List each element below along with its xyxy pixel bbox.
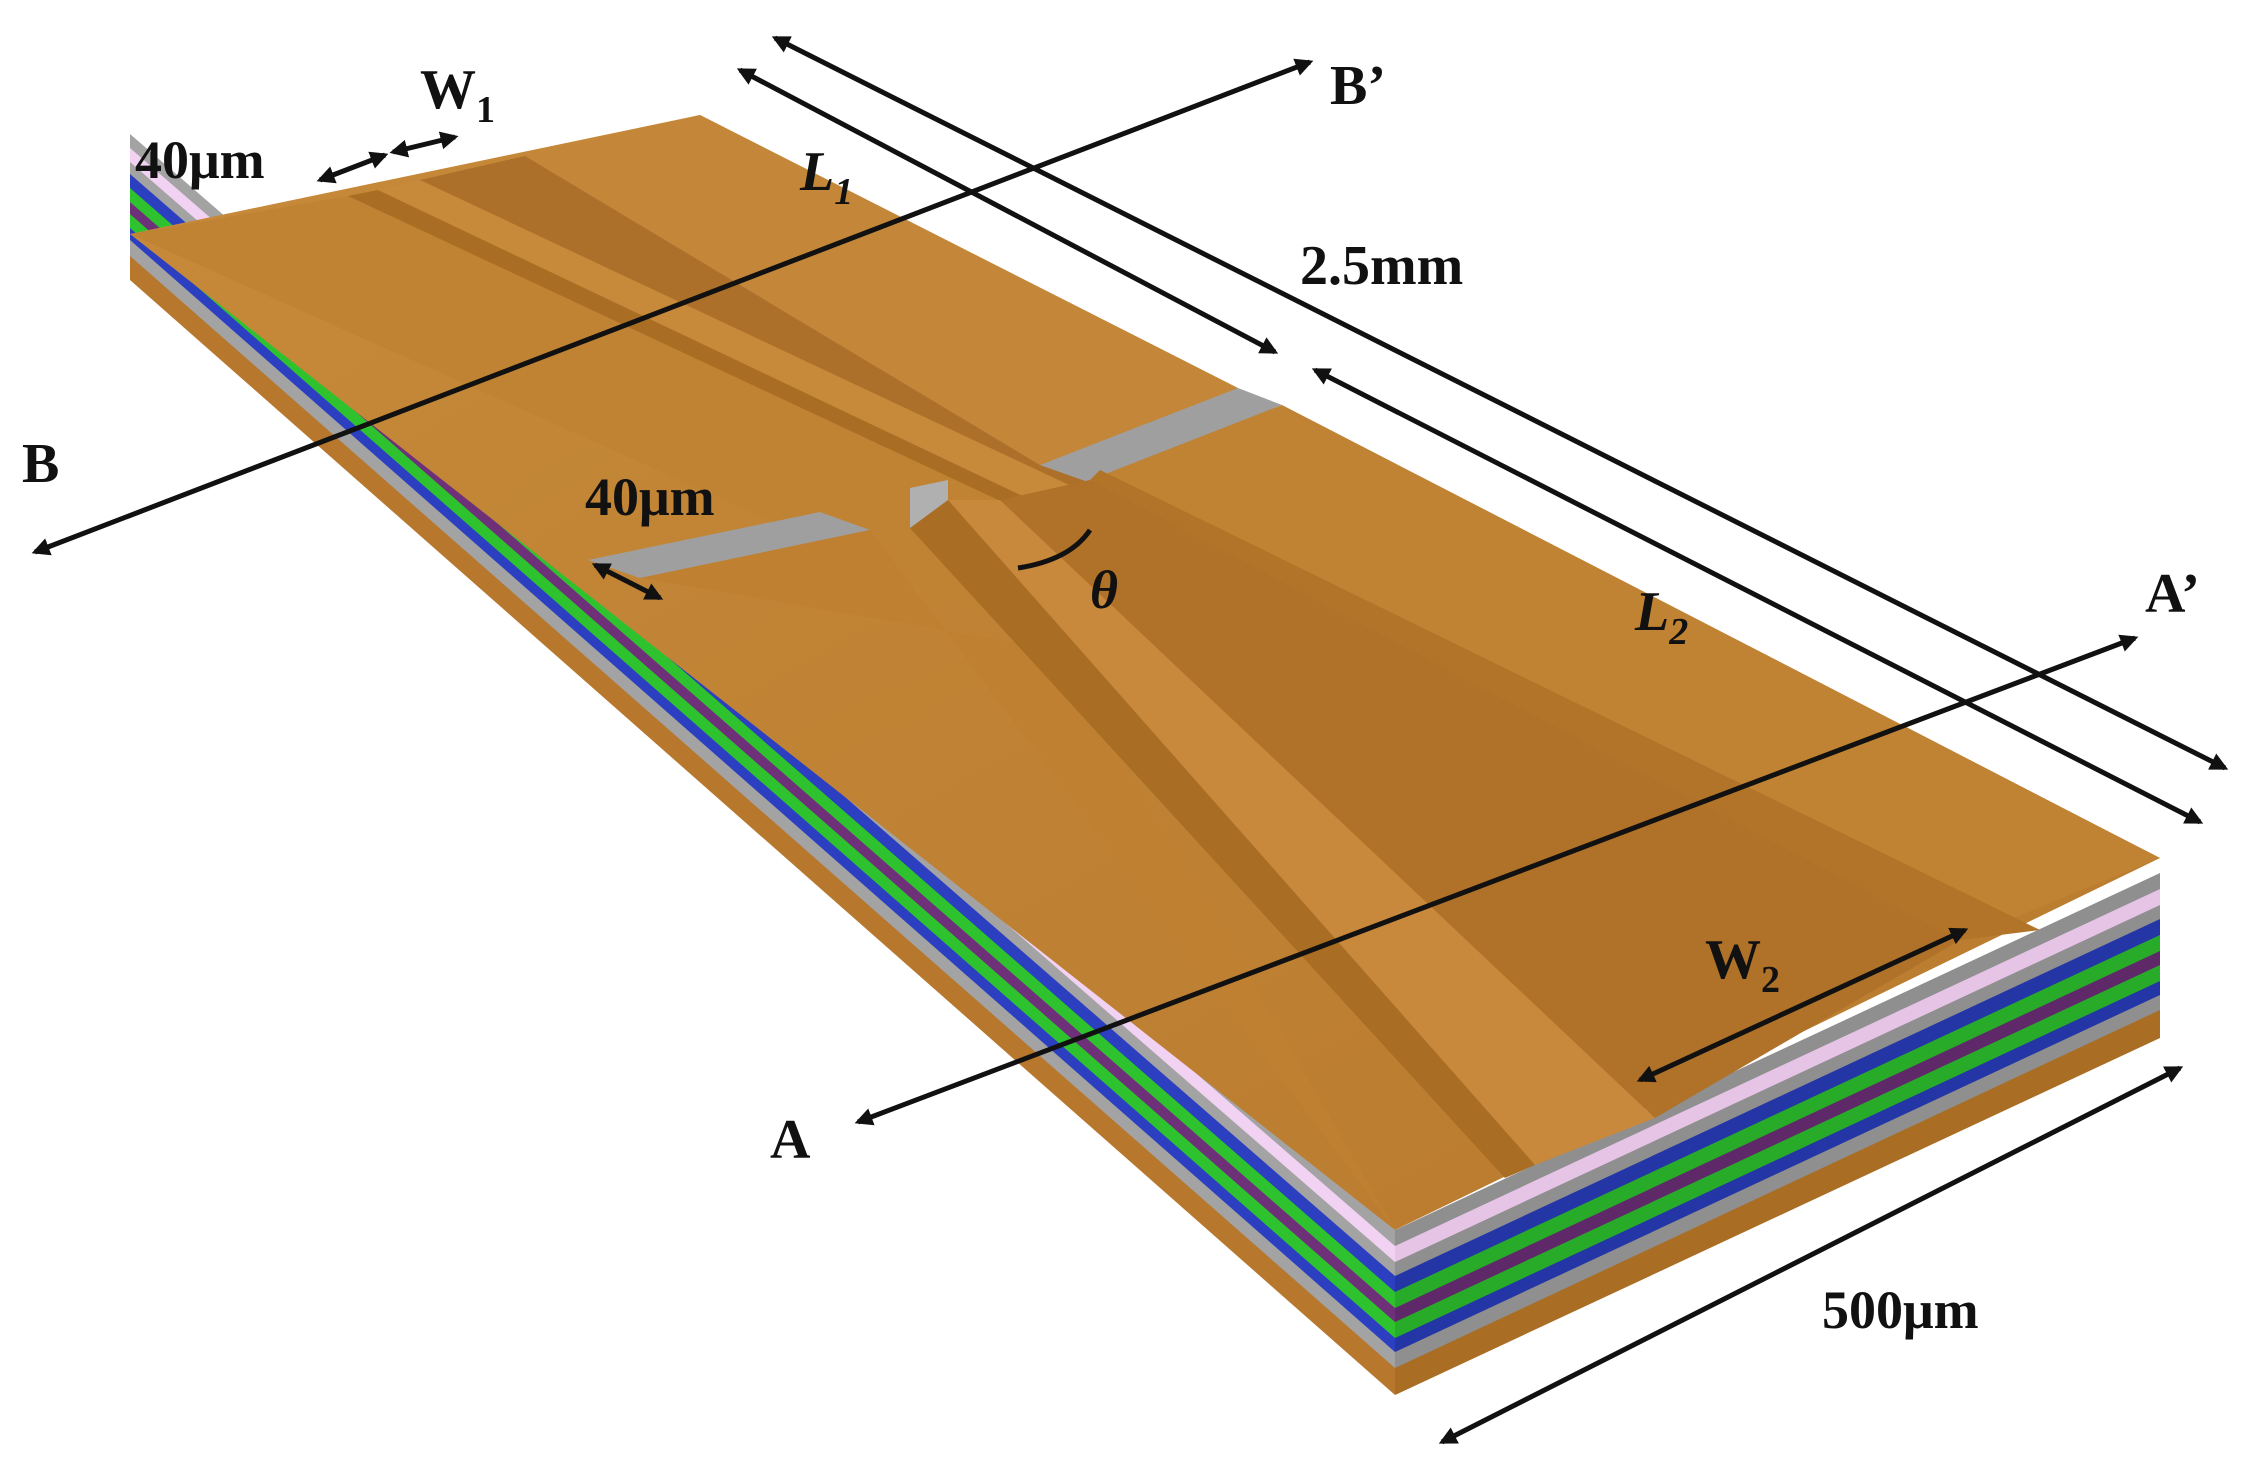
l2-label: L2 <box>1634 581 1688 653</box>
width-label: 500μm <box>1822 1280 1979 1340</box>
a-prime-label: A’ <box>2145 563 2200 625</box>
b-prime-label: B’ <box>1330 55 1386 117</box>
labels: W1 40μm L1 2.5mm B B’ 40μm θ L2 A’ W2 A … <box>22 55 2200 1340</box>
w1-label: W1 <box>420 59 495 131</box>
width-arrow <box>1438 1065 2184 1445</box>
b-label: B <box>22 433 59 495</box>
w1-gap-arrow <box>316 151 389 184</box>
w2-label: W2 <box>1705 929 1780 1001</box>
dimension-arrows <box>31 35 2229 1445</box>
section-b-line <box>31 58 1314 556</box>
w1-arrow <box>389 131 459 158</box>
w2-arrow <box>1636 927 1969 1083</box>
section-a-line <box>854 634 2139 1126</box>
l1-label: L1 <box>799 141 853 213</box>
theta-label: θ <box>1090 560 1118 620</box>
theta-arc <box>1017 528 1093 571</box>
mid-gap-label: 40μm <box>585 467 715 527</box>
w1-gap-label: 40μm <box>135 130 265 190</box>
a-label: A <box>770 1109 811 1171</box>
total-length-label: 2.5mm <box>1300 235 1463 297</box>
mid-gap-arrow <box>591 562 664 601</box>
